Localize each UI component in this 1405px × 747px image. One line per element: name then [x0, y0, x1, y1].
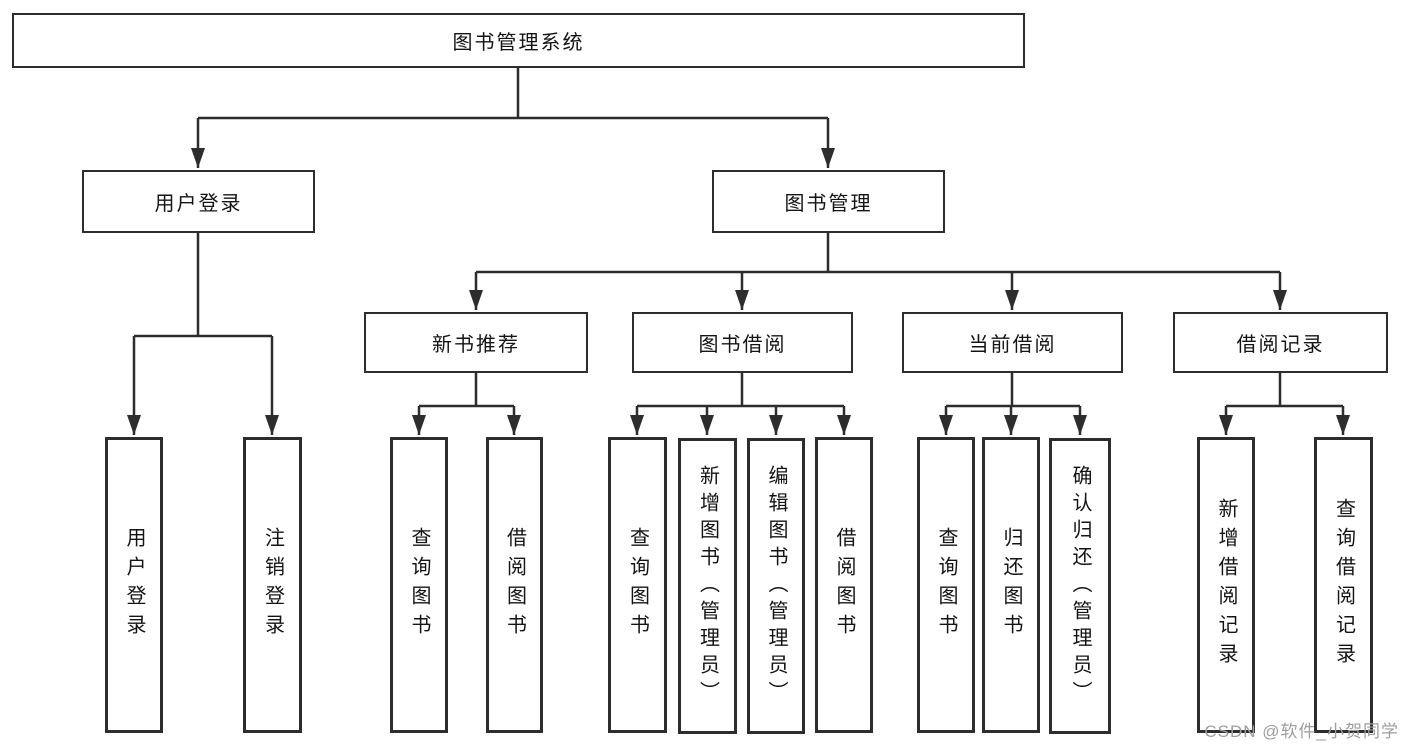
node-root-label: 图书管理系统: [452, 32, 585, 54]
node-current-borrow-label: 当前借阅: [968, 334, 1057, 356]
connector-user-login-trunk: [134, 233, 272, 338]
node-root: 图书管理系统: [12, 13, 1025, 68]
connector-current-borrow-trunk: [946, 373, 1080, 408]
leaf-bb-edit-book-admin: 编辑图书（管理员）: [747, 438, 805, 734]
leaf-cb-return-book: 归还图书: [982, 437, 1040, 733]
leaf-br-add-record: 新增借阅记录: [1197, 437, 1255, 733]
leaf-nbr-borrow-book-label: 借阅图书: [503, 527, 526, 643]
leaf-br-add-record-label: 新增借阅记录: [1215, 498, 1237, 672]
connector-book-borrow-trunk: [637, 373, 844, 408]
leaf-nbr-query-book-label: 查询图书: [408, 527, 430, 643]
leaf-bb-borrow-book: 借阅图书: [815, 437, 873, 733]
leaf-logout: 注销登录: [243, 437, 302, 733]
watermark: CSDN @软件_小贺同学: [1204, 722, 1399, 741]
node-borrow-record-label: 借阅记录: [1236, 334, 1325, 356]
leaf-bb-query-book: 查询图书: [608, 437, 667, 733]
connector-book-mgmt-trunk: [476, 233, 1280, 274]
node-user-login: 用户登录: [82, 170, 315, 233]
connector-borrow-record-trunk: [1226, 373, 1343, 408]
node-new-book-rec-label: 新书推荐: [432, 334, 520, 356]
connector-root-trunk: [198, 68, 828, 120]
leaf-cb-query-book-label: 查询图书: [935, 527, 957, 643]
leaf-user-login: 用户登录: [105, 437, 163, 733]
leaf-bb-query-book-label: 查询图书: [626, 527, 649, 643]
leaf-logout-label: 注销登录: [261, 527, 284, 643]
leaf-nbr-borrow-book: 借阅图书: [486, 437, 543, 733]
leaf-cb-confirm-return-admin: 确认归还（管理员）: [1049, 438, 1111, 734]
leaf-user-login-label: 用户登录: [123, 527, 145, 643]
leaf-nbr-query-book: 查询图书: [390, 437, 448, 733]
node-user-login-label: 用户登录: [154, 193, 243, 215]
node-current-borrow: 当前借阅: [902, 312, 1123, 373]
connector-new-book-rec-trunk: [419, 373, 514, 408]
leaf-bb-add-book-admin: 新增图书（管理员）: [678, 438, 737, 734]
node-book-borrow: 图书借阅: [632, 312, 853, 373]
leaf-bb-borrow-book-label: 借阅图书: [833, 527, 855, 643]
leaf-cb-query-book: 查询图书: [917, 437, 975, 733]
leaf-br-query-record: 查询借阅记录: [1314, 437, 1373, 733]
node-book-mgmt: 图书管理: [712, 170, 945, 233]
leaf-br-query-record-label: 查询借阅记录: [1332, 498, 1355, 672]
node-book-borrow-label: 图书借阅: [698, 334, 787, 356]
node-book-mgmt-label: 图书管理: [784, 193, 873, 215]
leaf-cb-return-book-label: 归还图书: [1000, 527, 1022, 643]
node-borrow-record: 借阅记录: [1173, 312, 1388, 373]
leaf-cb-confirm-return-admin-label: 确认归还（管理员）: [1069, 464, 1091, 708]
leaf-bb-edit-book-admin-label: 编辑图书（管理员）: [765, 464, 787, 708]
node-new-book-rec: 新书推荐: [364, 312, 588, 373]
leaf-bb-add-book-admin-label: 新增图书（管理员）: [696, 464, 719, 708]
